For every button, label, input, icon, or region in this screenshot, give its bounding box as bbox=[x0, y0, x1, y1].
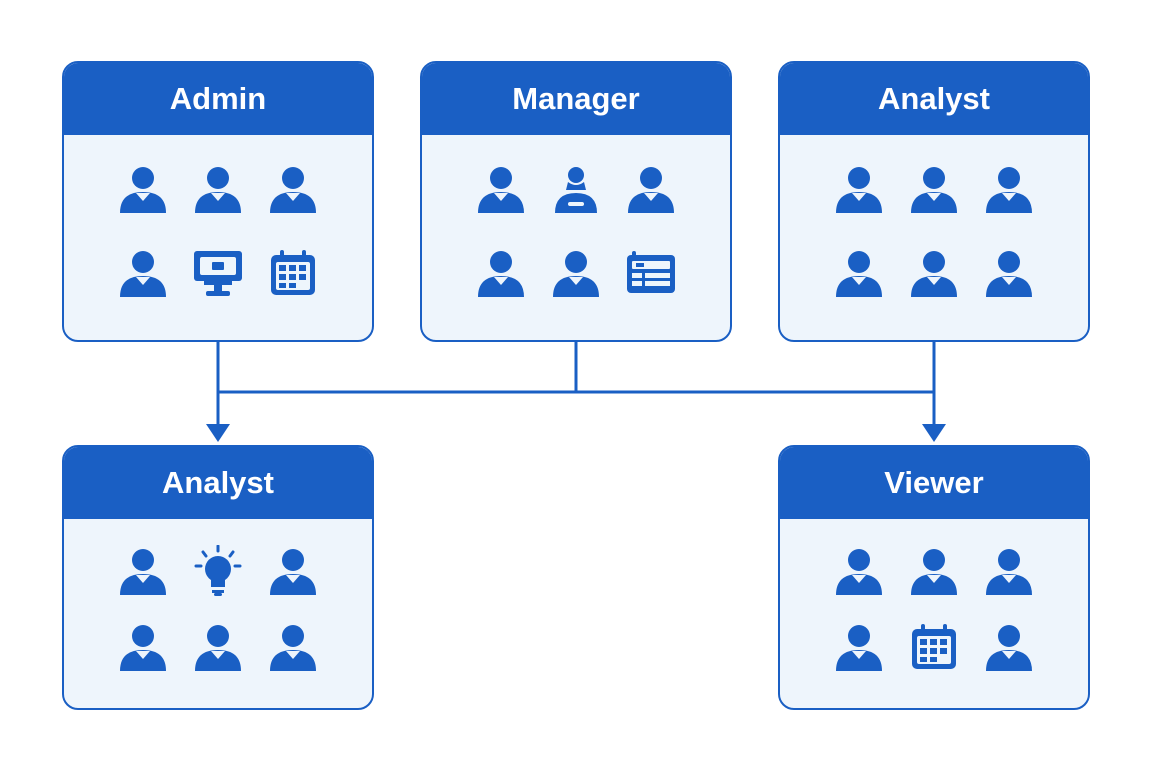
user-icon bbox=[910, 251, 957, 297]
member-icon-cell bbox=[971, 621, 1046, 673]
user-icon bbox=[836, 167, 883, 213]
member-icon-cell bbox=[897, 621, 972, 673]
user-icon bbox=[120, 625, 167, 671]
user-icon bbox=[627, 167, 674, 213]
user-icon bbox=[985, 167, 1032, 213]
role-title: Viewer bbox=[884, 465, 984, 500]
user-icon bbox=[120, 251, 167, 297]
member-icon-cell bbox=[613, 163, 688, 215]
member-icon-cell bbox=[106, 545, 181, 597]
member-icon-cell bbox=[897, 163, 972, 215]
role-title: Manager bbox=[512, 81, 640, 116]
user-icon bbox=[194, 625, 241, 671]
member-icon-cell bbox=[255, 247, 330, 299]
calendar-icon bbox=[911, 624, 956, 669]
user-icon bbox=[120, 549, 167, 595]
member-icon-cell bbox=[539, 247, 614, 299]
user-icon bbox=[836, 549, 883, 595]
user-icon bbox=[836, 251, 883, 297]
member-icon-cell bbox=[971, 545, 1046, 597]
member-icon-cell bbox=[822, 247, 897, 299]
role-title: Admin bbox=[169, 81, 267, 116]
member-icon-cell bbox=[822, 163, 897, 215]
member-icon-cell bbox=[255, 621, 330, 673]
lightbulb-icon bbox=[194, 545, 242, 596]
member-icon-cell bbox=[106, 247, 181, 299]
user-icon bbox=[120, 167, 167, 213]
user-icon bbox=[478, 167, 525, 213]
role-title: Analyst bbox=[162, 465, 274, 500]
id-card-icon bbox=[626, 251, 675, 293]
user-icon bbox=[478, 251, 525, 297]
member-icon-cell bbox=[464, 163, 539, 215]
user-icon bbox=[269, 625, 316, 671]
user-icon bbox=[910, 549, 957, 595]
member-icon-cell bbox=[181, 247, 256, 299]
member-icon-cell bbox=[822, 545, 897, 597]
role-card-header: Viewer bbox=[780, 447, 1088, 519]
arrowhead-to-viewer bbox=[922, 424, 946, 442]
member-icon-cell bbox=[181, 163, 256, 215]
user-icon bbox=[194, 167, 241, 213]
member-icon-grid bbox=[464, 163, 688, 299]
role-card-manager[interactable]: Manager bbox=[420, 61, 732, 342]
member-icon-cell bbox=[613, 247, 688, 299]
calendar-icon bbox=[270, 250, 315, 295]
role-card-header: Analyst bbox=[780, 63, 1088, 135]
role-title: Analyst bbox=[878, 81, 990, 116]
member-icon-grid bbox=[106, 545, 330, 673]
role-card-header: Manager bbox=[422, 63, 730, 135]
monitor-icon bbox=[193, 251, 242, 296]
user-icon bbox=[985, 251, 1032, 297]
member-icon-cell bbox=[106, 163, 181, 215]
member-icon-cell bbox=[971, 163, 1046, 215]
member-icon-grid bbox=[822, 545, 1046, 673]
user-icon bbox=[985, 549, 1032, 595]
role-card-viewer[interactable]: Viewer bbox=[778, 445, 1090, 710]
member-icon-cell bbox=[181, 621, 256, 673]
member-icon-cell bbox=[539, 163, 614, 215]
member-icon-cell bbox=[897, 247, 972, 299]
member-icon-cell bbox=[181, 545, 256, 597]
member-icon-grid bbox=[106, 163, 330, 299]
role-card-analyst-top[interactable]: Analyst bbox=[778, 61, 1090, 342]
user-icon bbox=[836, 625, 883, 671]
user-icon bbox=[552, 251, 599, 297]
member-icon-cell bbox=[255, 163, 330, 215]
user-icon bbox=[269, 167, 316, 213]
user-badge-icon bbox=[554, 167, 597, 213]
role-card-header: Admin bbox=[64, 63, 372, 135]
role-card-header: Analyst bbox=[64, 447, 372, 519]
arrowhead-to-analyst bbox=[206, 424, 230, 442]
member-icon-grid bbox=[822, 163, 1046, 299]
user-icon bbox=[269, 549, 316, 595]
user-icon bbox=[985, 625, 1032, 671]
member-icon-cell bbox=[106, 621, 181, 673]
member-icon-cell bbox=[255, 545, 330, 597]
role-card-analyst-bottom[interactable]: Analyst bbox=[62, 445, 374, 710]
member-icon-cell bbox=[464, 247, 539, 299]
role-card-admin[interactable]: Admin bbox=[62, 61, 374, 342]
member-icon-cell bbox=[822, 621, 897, 673]
member-icon-cell bbox=[897, 545, 972, 597]
user-icon bbox=[910, 167, 957, 213]
member-icon-cell bbox=[971, 247, 1046, 299]
